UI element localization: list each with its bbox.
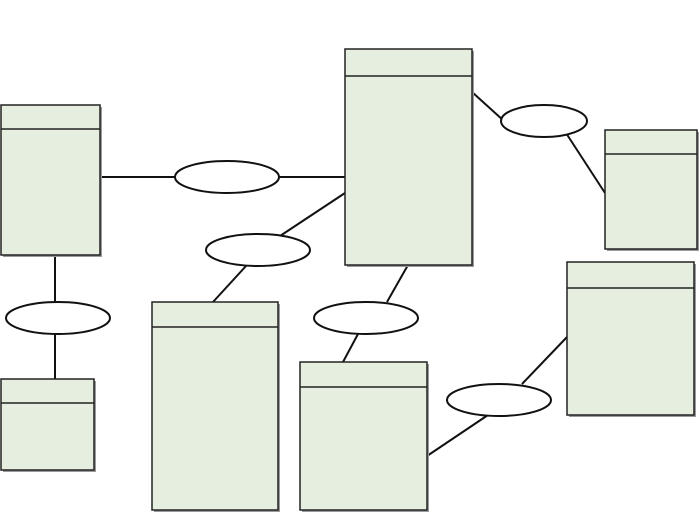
relationship-top-center-to-center-right-bottom[interactable]: [313, 301, 419, 335]
entity-top-center[interactable]: [344, 48, 474, 267]
entity-right-top-box: [604, 129, 698, 250]
relationship-left-top-to-top-center[interactable]: [174, 160, 280, 194]
relationship-top-center-to-center-bottom-connector-1: [279, 192, 346, 237]
entity-left-top-box: [0, 104, 101, 256]
relationship-center-right-bottom-to-right-middle-connector-1: [426, 412, 492, 457]
relationship-top-center-to-center-right-bottom-ellipse: [313, 301, 419, 335]
relationship-top-center-to-center-right-bottom-connector-1: [386, 264, 409, 303]
entity-center-right-bottom-box: [299, 361, 428, 511]
relationship-top-center-to-center-bottom[interactable]: [205, 233, 311, 267]
relationship-left-top-to-top-center-ellipse: [174, 160, 280, 194]
entity-right-middle[interactable]: [566, 261, 696, 417]
entity-center-right-bottom[interactable]: [299, 361, 429, 512]
relationship-top-center-to-right-top-ellipse: [500, 104, 588, 138]
entity-left-bottom[interactable]: [0, 378, 96, 472]
relationship-top-center-to-right-top-connector-1: [471, 91, 505, 122]
relationship-center-right-bottom-to-right-middle-ellipse: [446, 383, 552, 417]
entity-right-middle-box: [566, 261, 695, 416]
entity-left-bottom-box: [0, 378, 95, 471]
relationship-layer: [5, 104, 588, 417]
entity-center-bottom-box: [151, 301, 279, 511]
entity-left-top[interactable]: [0, 104, 102, 257]
relationship-top-center-to-center-bottom-ellipse: [205, 233, 311, 267]
relationship-top-center-to-right-top[interactable]: [500, 104, 588, 138]
relationship-top-center-to-right-top-connector-2: [565, 132, 606, 194]
relationship-top-center-to-center-right-bottom-connector-2: [342, 333, 359, 363]
connector-layer: [54, 91, 606, 457]
entity-top-center-box: [344, 48, 473, 266]
relationship-center-right-bottom-to-right-middle[interactable]: [446, 383, 552, 417]
entity-layer: [0, 48, 699, 512]
relationship-center-right-bottom-to-right-middle-connector-2: [521, 336, 568, 385]
relationship-left-top-to-left-bottom-ellipse: [5, 301, 111, 335]
relationship-left-top-to-left-bottom[interactable]: [5, 301, 111, 335]
entity-right-top[interactable]: [604, 129, 699, 251]
entity-center-bottom[interactable]: [151, 301, 280, 512]
relationship-top-center-to-center-bottom-connector-2: [212, 265, 247, 303]
